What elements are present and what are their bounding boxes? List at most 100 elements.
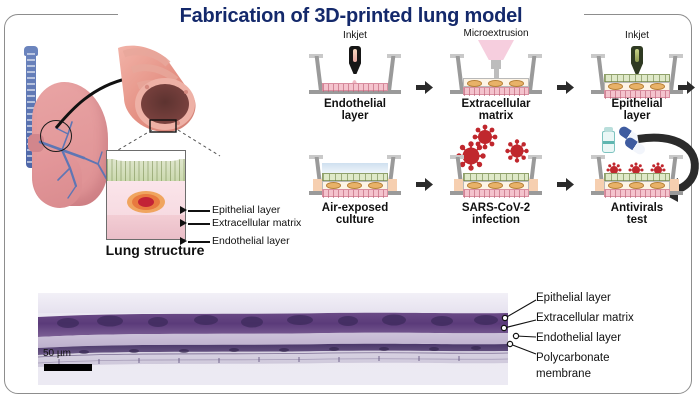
- ecm-blob-1: [467, 80, 482, 87]
- printer-label-microextrusion: Microextrusion: [463, 28, 529, 39]
- microextrusion-neck-icon: [491, 60, 501, 69]
- well-rim-left-6: [591, 155, 605, 159]
- drug-vial-band-icon: [603, 141, 614, 144]
- lung-structure-panel: Epithelial layer Extracellular matrix En…: [6, 32, 301, 280]
- inset-epithelial-cells: [107, 159, 185, 181]
- printer-label-inkjet-1: Inkjet: [343, 30, 367, 41]
- air-interface-layer: [322, 163, 388, 173]
- well-rim-right-1: [387, 54, 401, 58]
- ecm-blob-4: [608, 83, 623, 90]
- endothelial-cell-grid-4: [323, 190, 387, 198]
- well-rim-left-1: [309, 54, 323, 58]
- micrograph-background-top: [38, 293, 508, 313]
- process-arrow-2: [557, 81, 574, 94]
- step-caption-antivirals-line1: Antivirals: [610, 202, 664, 214]
- inset-vessel-lumen: [138, 197, 154, 207]
- tissue-layers-inset: [106, 150, 186, 240]
- endothelial-cell-grid-1: [323, 84, 387, 92]
- inkjet-ink-core-1: [353, 49, 357, 62]
- endothelial-cell-grid-6: [605, 190, 669, 198]
- microextrusion-hopper-icon: [478, 40, 514, 60]
- ecm-blob-6: [650, 83, 665, 90]
- well-rim-left-2: [450, 54, 464, 58]
- micrograph-leader-lines: [500, 299, 537, 355]
- well-rim-left-3: [591, 54, 605, 58]
- well-rim-right-4: [387, 155, 401, 159]
- lung-structure-caption: Lung structure: [105, 242, 205, 258]
- step-caption-endothelial-line2: layer: [341, 110, 369, 122]
- ecm-blob-5: [629, 83, 644, 90]
- well-rim-right-5: [528, 155, 542, 159]
- well-rim-left-4: [309, 155, 323, 159]
- micrograph-label-endothelial-layer: Endothelial layer: [536, 332, 622, 344]
- ecm-blob-10: [467, 182, 482, 189]
- printer-label-inkjet-2: Inkjet: [625, 30, 649, 41]
- fabrication-process-diagram: Inkjet Endothelial layer Microextrusion: [296, 28, 699, 280]
- step-caption-epithelial-line1: Epithelial: [611, 98, 663, 110]
- well-base-1: [309, 90, 401, 94]
- ecm-blob-2: [488, 80, 503, 87]
- micrograph-label-membrane: membrane: [536, 368, 591, 380]
- inset-label-epithelial-layer: Epithelial layer: [212, 204, 281, 216]
- well-rim-right-6: [669, 155, 683, 159]
- inset-endothelial-layer: [107, 215, 185, 239]
- inset-arrow-epithelial: [188, 210, 210, 212]
- well-rim-left-5: [450, 155, 464, 159]
- inset-arrow-endothelial: [188, 241, 210, 243]
- process-arrow-3: [678, 81, 695, 94]
- scale-bar: [44, 364, 92, 371]
- microextrusion-tip-icon: [493, 69, 499, 79]
- micrograph-label-polycarbonate: Polycarbonate: [536, 352, 610, 364]
- inset-arrow-ecm: [188, 223, 210, 225]
- step-caption-epithelial-line2: layer: [623, 110, 651, 122]
- scale-bar-label: 50 µm: [43, 348, 71, 359]
- inset-label-endothelial-layer: Endothelial layer: [212, 235, 290, 247]
- ecm-blob-13: [608, 182, 623, 189]
- micrograph-tissue-bands: [38, 312, 508, 367]
- endothelial-cell-grid-3: [605, 91, 669, 99]
- ecm-blob-9: [368, 182, 383, 189]
- epithelial-cell-grid-3: [605, 75, 669, 83]
- well-rim-right-2: [528, 54, 542, 58]
- inset-top-dome-mask: [107, 151, 185, 161]
- histology-micrograph: [38, 293, 508, 385]
- step-caption-antivirals-line2: test: [626, 214, 648, 226]
- process-arrow-5: [557, 178, 574, 191]
- step-caption-endothelial-line1: Endothelial: [324, 98, 386, 110]
- ecm-blob-12: [509, 182, 524, 189]
- process-arrow-4: [416, 178, 433, 191]
- inset-arrowhead-epithelial: [180, 206, 187, 214]
- step-caption-ecm-line2: matrix: [478, 110, 514, 122]
- ecm-blob-14: [629, 182, 644, 189]
- inset-arrowhead-ecm: [180, 219, 187, 227]
- step-caption-sars-line1: SARS-CoV-2: [461, 202, 531, 214]
- ecm-blob-7: [326, 182, 341, 189]
- figure-title: Fabrication of 3D-printed lung model: [179, 5, 523, 27]
- step-caption-air-exposed-line2: culture: [335, 214, 375, 226]
- lung-region-highlight-circle: [40, 120, 72, 152]
- step-caption-air-exposed-line1: Air-exposed: [321, 202, 389, 214]
- epithelial-cell-grid-6: [605, 174, 669, 182]
- drug-vial-cap-icon: [604, 127, 613, 132]
- well-rim-right-3: [669, 54, 683, 58]
- ecm-blob-11: [488, 182, 503, 189]
- process-arrow-1: [416, 81, 433, 94]
- title-frame-gap: [118, 5, 584, 27]
- micrograph-label-epithelial-layer: Epithelial layer: [536, 292, 611, 304]
- airway-cross-section: [118, 45, 196, 133]
- inset-label-extracellular-matrix: Extracellular matrix: [212, 217, 302, 229]
- transwell-plate-1: [309, 54, 401, 94]
- step-caption-sars-line2: infection: [472, 214, 520, 226]
- endothelial-cell-grid-5: [464, 190, 528, 198]
- inkjet-ink-core-2: [635, 49, 639, 62]
- endothelial-cell-grid-2: [464, 88, 528, 96]
- epithelial-cell-grid-4: [323, 174, 387, 182]
- ecm-blob-15: [650, 182, 665, 189]
- step-caption-ecm-line1: Extracellular: [461, 98, 531, 110]
- ecm-blob-8: [347, 182, 362, 189]
- virus-particles-group: [456, 124, 529, 171]
- micrograph-label-extracellular-matrix: Extracellular matrix: [536, 312, 634, 324]
- trachea-icon: [26, 50, 36, 168]
- epithelial-cell-grid-5: [464, 174, 528, 182]
- ecm-blob-3: [509, 80, 524, 87]
